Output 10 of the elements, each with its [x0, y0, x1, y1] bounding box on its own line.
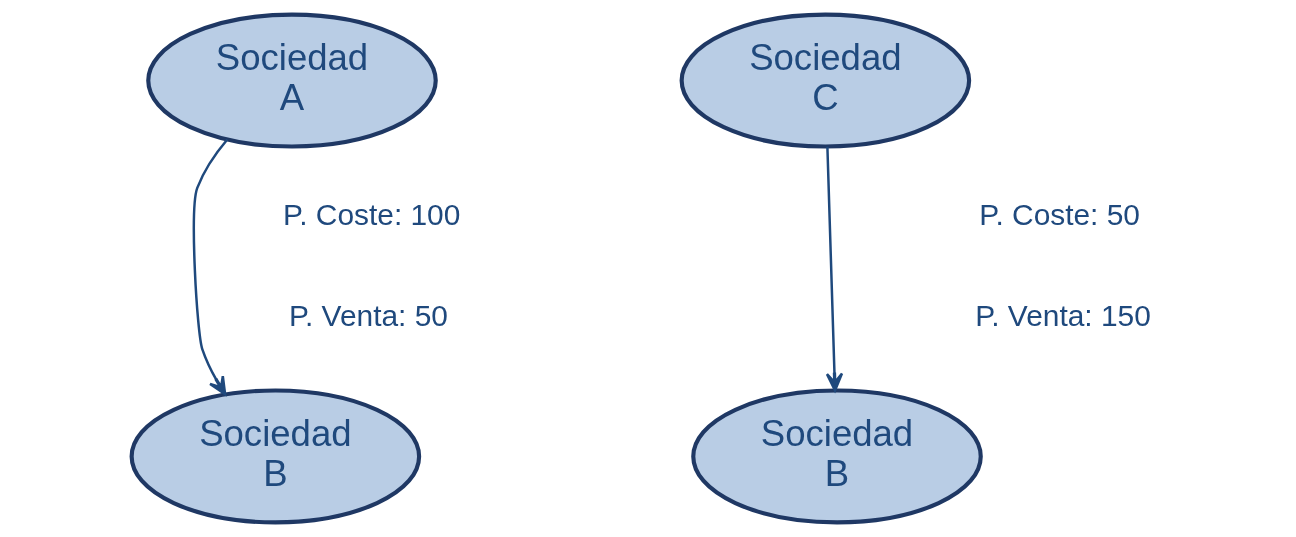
node-ellipse: Sociedad C [679, 12, 972, 149]
label: P. Venta: 50 [288, 299, 448, 333]
label: P. Coste: 100 [283, 198, 461, 232]
arrow [192, 138, 229, 396]
node-ellipse: Sociedad B [691, 388, 983, 525]
node-ellipse: Sociedad B [129, 388, 422, 525]
label: P. Coste: 50 [979, 198, 1140, 232]
node-ellipse: Sociedad A [146, 12, 438, 149]
arrow [825, 146, 844, 392]
label: P. Venta: 150 [975, 299, 1151, 333]
